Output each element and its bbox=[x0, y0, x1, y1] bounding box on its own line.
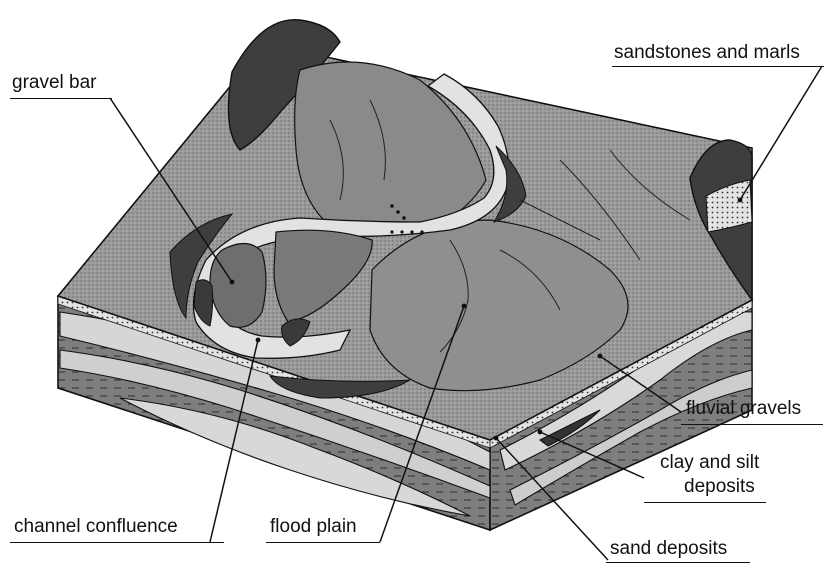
label-channel-confluence: channel confluence bbox=[14, 516, 178, 538]
label-flood-plain: flood plain bbox=[270, 516, 357, 538]
underline-clay-silt bbox=[644, 502, 766, 503]
label-sandstones-and-marls: sandstones and marls bbox=[614, 42, 800, 64]
label-clay-and-silt: clay and silt bbox=[660, 452, 759, 474]
underline-gravel-bar bbox=[10, 98, 112, 99]
label-fluvial-gravels: fluvial gravels bbox=[686, 398, 801, 420]
label-sand-deposits: sand deposits bbox=[610, 538, 727, 560]
label-clay-and-silt-deposits: deposits bbox=[684, 476, 755, 498]
leader-sandstones bbox=[740, 66, 822, 200]
underline-sand-deposits bbox=[606, 562, 750, 563]
underline-sandstones bbox=[612, 66, 824, 67]
label-gravel-bar: gravel bar bbox=[12, 72, 97, 94]
underline-fluvial-gravels bbox=[681, 424, 823, 425]
underline-channel-confluence bbox=[10, 542, 224, 543]
underline-flood-plain bbox=[266, 542, 380, 543]
